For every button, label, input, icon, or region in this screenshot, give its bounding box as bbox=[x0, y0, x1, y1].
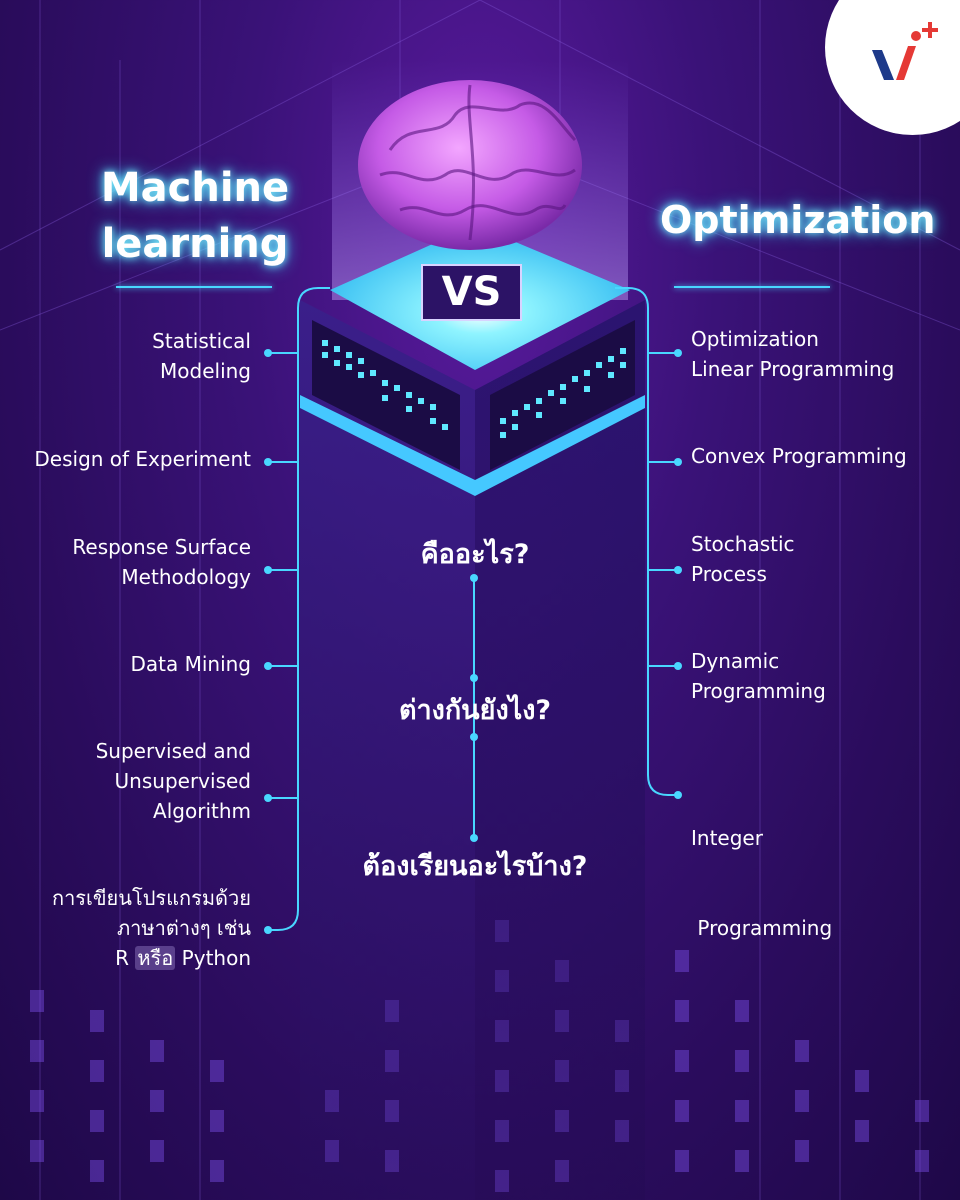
left-item-line: ภาษาต่างๆ เช่น bbox=[117, 916, 251, 940]
question-how-different: ต่างกันยังไง? bbox=[398, 695, 552, 726]
title-left-line2: learning bbox=[101, 221, 289, 267]
left-item-line: Supervised and bbox=[95, 739, 251, 763]
right-item-line: Convex Programming bbox=[691, 444, 907, 468]
left-item-line: Algorithm bbox=[153, 799, 251, 823]
brain-icon bbox=[358, 80, 582, 250]
right-item-line: Programming bbox=[691, 916, 833, 940]
right-item-line: Integer bbox=[691, 826, 763, 850]
vs-badge: VS bbox=[421, 264, 522, 321]
right-item-line: Linear Programming bbox=[691, 357, 895, 381]
right-item-stochastic-process: Stochastic Process bbox=[691, 529, 795, 589]
right-item-convex-programming: Convex Programming bbox=[691, 441, 907, 471]
left-item-supervised-unsupervised: Supervised and Unsupervised Algorithm bbox=[96, 736, 251, 826]
right-item-line: Dynamic bbox=[691, 649, 780, 673]
left-item-statistical-modeling: Statistical Modeling bbox=[152, 326, 251, 386]
left-item-line: Design of Experiment bbox=[34, 447, 251, 471]
right-item-line: Process bbox=[691, 562, 767, 586]
left-item-line: Modeling bbox=[160, 359, 251, 383]
question-what-is: คืออะไร? bbox=[420, 539, 530, 570]
left-item-data-mining: Data Mining bbox=[130, 649, 251, 679]
language-r: R bbox=[115, 946, 136, 970]
right-item-integer-programming: Integer Programming bbox=[691, 763, 832, 973]
right-item-line: Stochastic bbox=[691, 532, 795, 556]
title-optimization: Optimization bbox=[660, 198, 936, 242]
left-item-line: การเขียนโปรแกรมด้วย bbox=[51, 886, 251, 910]
language-python: Python bbox=[175, 946, 251, 970]
left-item-line: Response Surface bbox=[72, 535, 251, 559]
title-machine-learning: Machine learning bbox=[95, 160, 295, 272]
title-left-line1: Machine bbox=[100, 165, 290, 211]
question-what-to-learn: ต้องเรียนอะไรบ้าง? bbox=[362, 851, 588, 882]
right-item-dynamic-programming: Dynamic Programming bbox=[691, 646, 826, 706]
left-item-programming-languages: การเขียนโปรแกรมด้วย ภาษาต่างๆ เช่น R หรื… bbox=[52, 883, 251, 973]
brand-logo-icon[interactable] bbox=[864, 18, 942, 88]
title-left-underline bbox=[116, 286, 272, 288]
title-right-underline bbox=[674, 286, 830, 288]
right-item-line: Programming bbox=[691, 679, 826, 703]
left-item-design-of-experiment: Design of Experiment bbox=[34, 444, 251, 474]
left-item-response-surface: Response Surface Methodology bbox=[72, 532, 251, 592]
left-item-line: Statistical bbox=[152, 329, 251, 353]
left-item-line: R หรือ Python bbox=[52, 943, 251, 973]
right-item-linear-programming: Optimization Linear Programming bbox=[691, 324, 894, 384]
left-item-line: Methodology bbox=[121, 565, 251, 589]
highlight-or: หรือ bbox=[135, 946, 176, 970]
left-item-line: Data Mining bbox=[130, 652, 251, 676]
right-item-line: Optimization bbox=[691, 327, 819, 351]
left-item-line: Unsupervised bbox=[114, 769, 251, 793]
